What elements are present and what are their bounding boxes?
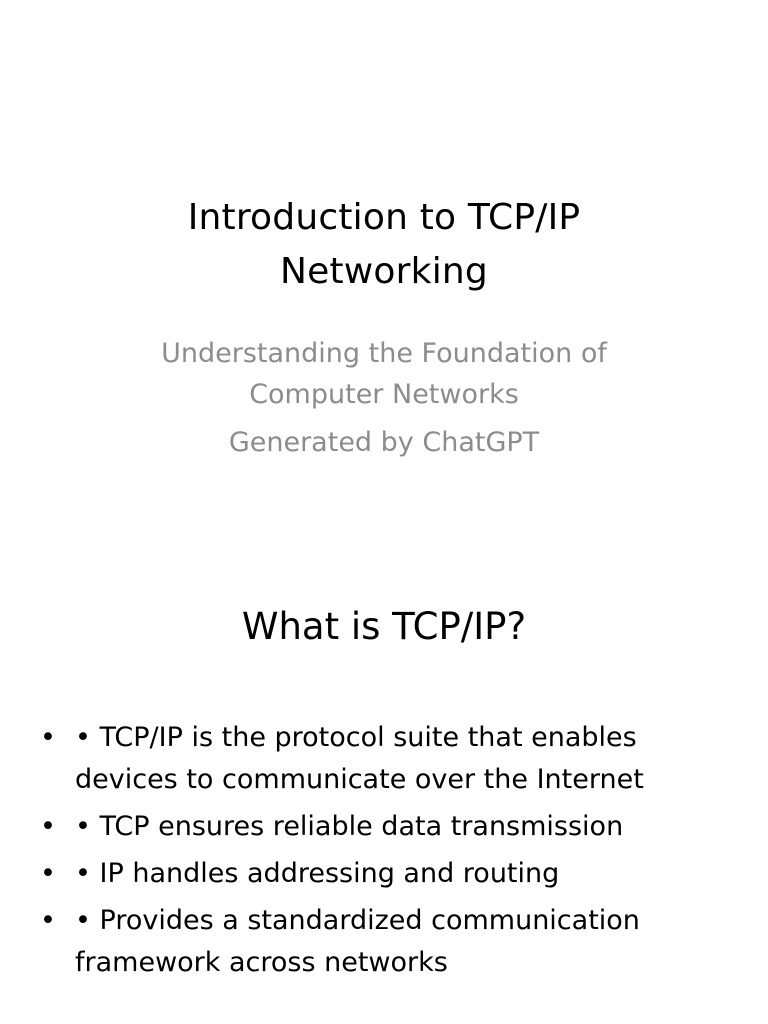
bullet-item-4: • • Provides a standardized communicatio… bbox=[40, 900, 740, 984]
slide-title-line-2: Networking bbox=[280, 251, 488, 292]
content-slide-title: What is TCP/IP? bbox=[241, 605, 527, 648]
bullet-marker: • bbox=[40, 858, 56, 889]
bullet-marker: • bbox=[40, 722, 56, 753]
bullet-list: • • TCP/IP is the protocol suite that en… bbox=[40, 717, 740, 989]
bullet-1-line-2: devices to communicate over the Internet bbox=[75, 764, 644, 795]
bullet-2-line-1: • TCP ensures reliable data transmission bbox=[75, 811, 624, 842]
subtitle-line-2: Computer Networks bbox=[249, 379, 519, 410]
slide-title-line-1: Introduction to TCP/IP bbox=[187, 197, 581, 238]
bullet-4-line-2: framework across networks bbox=[75, 947, 448, 978]
subtitle-line-1: Understanding the Foundation of bbox=[161, 338, 607, 369]
slide-subtitle: Understanding the Foundation of Computer… bbox=[0, 333, 768, 463]
bullet-marker: • bbox=[40, 905, 56, 936]
slide-title: Introduction to TCP/IP Networking bbox=[0, 191, 768, 299]
generated-by-text: Generated by ChatGPT bbox=[228, 427, 540, 458]
bullet-marker: • bbox=[40, 811, 56, 842]
bullet-1-line-1: • TCP/IP is the protocol suite that enab… bbox=[75, 722, 637, 753]
bullet-3-line-1: • IP handles addressing and routing bbox=[75, 858, 560, 889]
content-slide: What is TCP/IP? • • TCP/IP is the protoc… bbox=[0, 576, 768, 1024]
bullet-4-line-1: • Provides a standardized communication bbox=[75, 905, 640, 936]
bullet-item-3: • • IP handles addressing and routing bbox=[40, 853, 740, 895]
title-slide: Introduction to TCP/IP Networking Unders… bbox=[0, 191, 768, 463]
bullet-item-2: • • TCP ensures reliable data transmissi… bbox=[40, 806, 740, 848]
bullet-item-1: • • TCP/IP is the protocol suite that en… bbox=[40, 717, 740, 801]
